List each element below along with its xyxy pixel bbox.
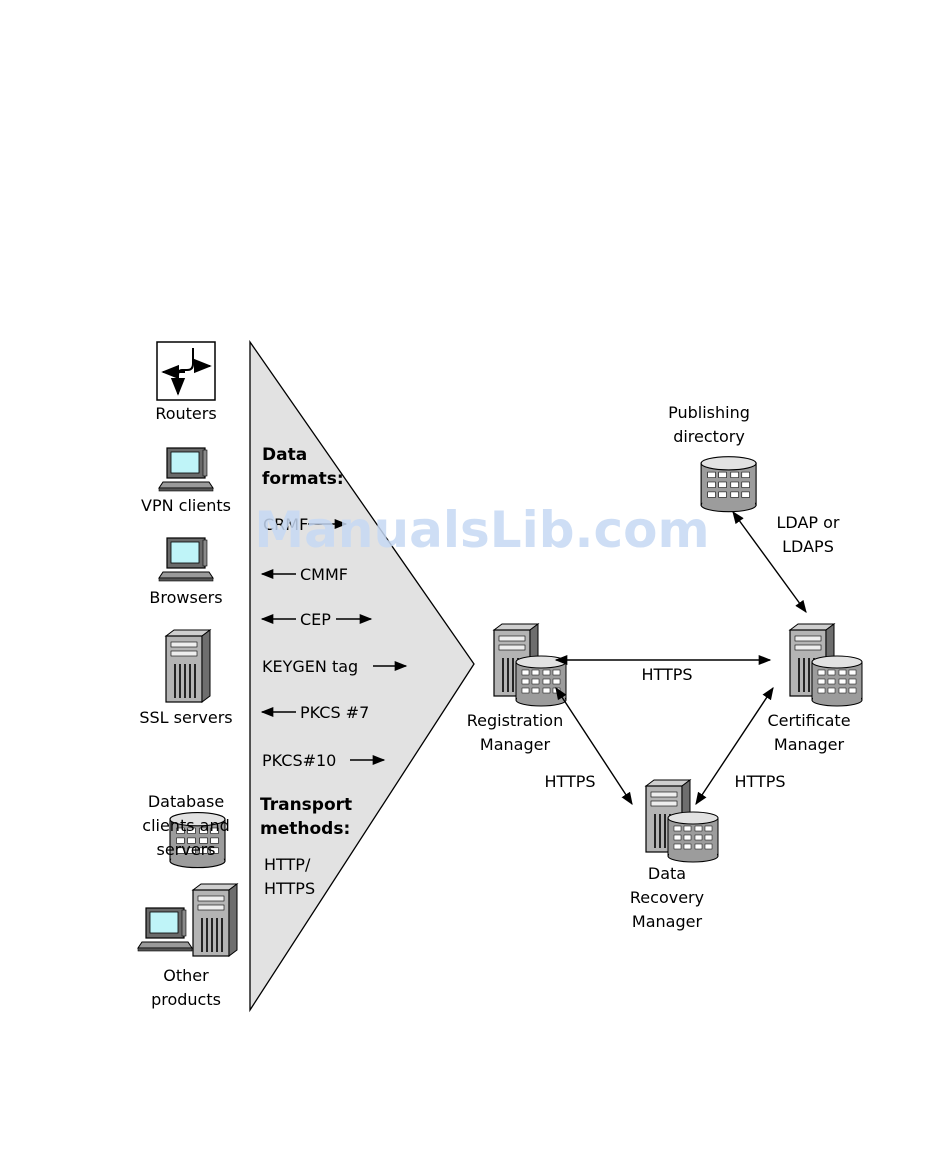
- server-with-disks-icon: [790, 624, 862, 706]
- data-recovery-manager-label: Recovery: [630, 888, 704, 907]
- publishing-directory-label: Publishing: [668, 403, 750, 422]
- client-label-ssl: SSL servers: [139, 708, 232, 727]
- connection-lines: [554, 510, 807, 806]
- monitor-icon: [158, 447, 214, 492]
- format-pkcs7: PKCS #7: [300, 703, 369, 722]
- client-label-database: servers: [157, 840, 216, 859]
- client-label-database: clients and: [142, 816, 229, 835]
- https-label-rm-cm: HTTPS: [641, 665, 692, 684]
- publishing-directory-label: directory: [673, 427, 745, 446]
- registration-manager-label: Manager: [480, 735, 551, 754]
- transport-value: HTTPS: [264, 879, 315, 898]
- ldap-label: LDAPS: [782, 537, 834, 556]
- data-formats-heading: formats:: [262, 469, 344, 489]
- format-keygen: KEYGEN tag: [262, 657, 358, 676]
- transport-heading: methods:: [260, 819, 350, 839]
- data-recovery-manager-label: Manager: [632, 912, 703, 931]
- client-label-vpn: VPN clients: [141, 496, 231, 515]
- client-label-other: products: [151, 990, 221, 1009]
- format-cmmf: CMMF: [300, 565, 348, 584]
- pub-cm-arrow: [732, 510, 807, 614]
- cm-drm-arrow: [695, 686, 774, 806]
- data-formats-heading: Data: [262, 445, 307, 465]
- ldap-label: LDAP or: [777, 513, 840, 532]
- monitor-and-server-icon: [137, 883, 238, 957]
- watermark: ManualsLib.com: [254, 501, 709, 559]
- client-label-database: Database: [148, 792, 224, 811]
- server-with-disks-icon: [494, 624, 566, 706]
- protocol-funnel: [249, 339, 475, 1013]
- router-icon: [156, 341, 216, 401]
- server-with-disks-icon: [646, 780, 718, 862]
- client-label-other: Other: [163, 966, 209, 985]
- https-label-rm-drm: HTTPS: [544, 772, 595, 791]
- data-recovery-manager-label: Data: [648, 864, 686, 883]
- monitor-icon: [158, 537, 214, 582]
- transport-heading: Transport: [260, 795, 352, 815]
- certificate-manager-label: Manager: [774, 735, 845, 754]
- rm-drm-arrow: [555, 686, 633, 806]
- format-cep: CEP: [300, 610, 331, 629]
- server-tower-icon: [165, 629, 211, 703]
- client-label-browsers: Browsers: [149, 588, 222, 607]
- format-pkcs10: PKCS#10: [262, 751, 336, 770]
- format-crmf: CRMF: [263, 515, 308, 534]
- client-label-routers: Routers: [155, 404, 216, 423]
- registration-manager-label: Registration: [467, 711, 563, 730]
- certificate-manager-label: Certificate: [767, 711, 850, 730]
- https-label-cm-drm: HTTPS: [734, 772, 785, 791]
- transport-value: HTTP/: [264, 855, 311, 874]
